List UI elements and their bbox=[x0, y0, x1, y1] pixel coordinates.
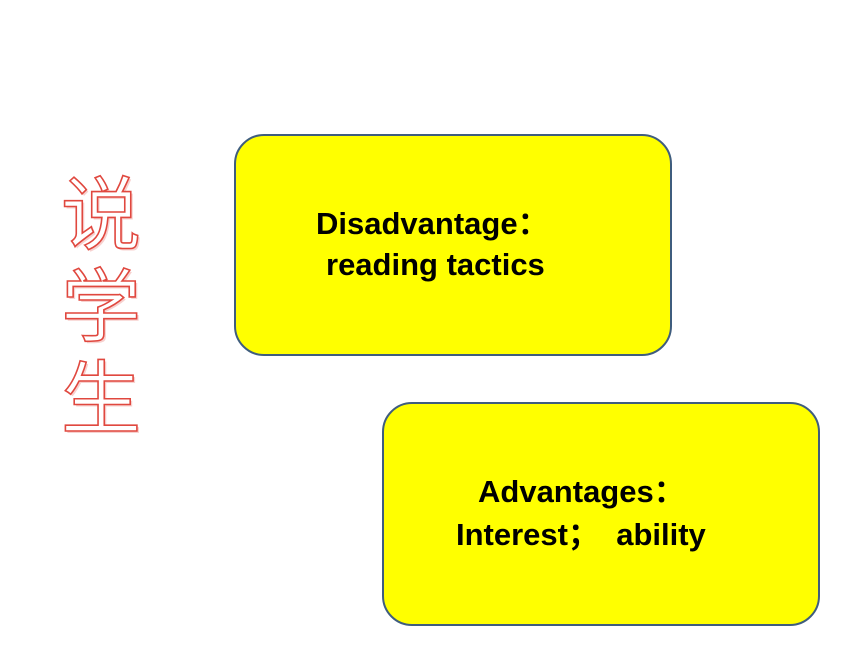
disadvantage-text: reading tactics bbox=[326, 247, 545, 282]
disadvantage-card: Disadvantage： reading tactics bbox=[234, 134, 672, 356]
advantages-heading: Advantages： bbox=[478, 474, 685, 509]
title-char-xue: 学 bbox=[60, 261, 142, 355]
disadvantage-heading: Disadvantage： bbox=[316, 206, 549, 241]
title-char-shuo: 说 bbox=[60, 169, 142, 263]
advantages-card: Advantages： Interest； ability bbox=[382, 402, 820, 626]
title-char-sheng: 生 bbox=[60, 353, 142, 447]
vertical-title: 说 学 生 bbox=[56, 169, 146, 447]
advantages-text: Interest； ability bbox=[456, 517, 706, 552]
